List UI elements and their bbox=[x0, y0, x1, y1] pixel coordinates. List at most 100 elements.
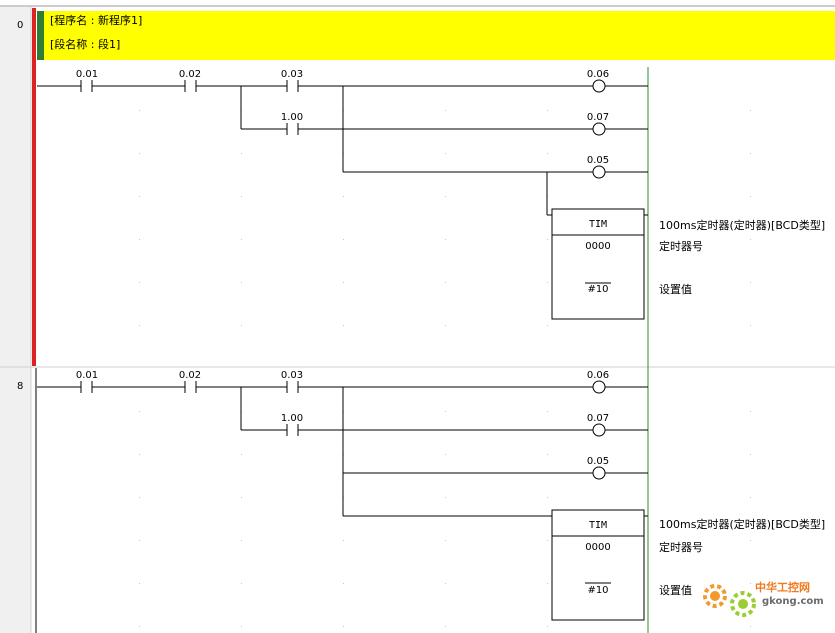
grid-dot bbox=[343, 540, 344, 541]
grid-dot bbox=[547, 153, 548, 154]
grid-dot bbox=[750, 583, 751, 584]
grid-dot bbox=[750, 110, 751, 111]
grid-dot bbox=[139, 110, 140, 111]
grid-dot bbox=[547, 626, 548, 627]
timer-number: 0000 bbox=[585, 542, 610, 553]
grid-dot bbox=[343, 583, 344, 584]
grid-dot bbox=[547, 454, 548, 455]
grid-dots bbox=[139, 110, 751, 627]
grid-dot bbox=[445, 282, 446, 283]
watermark-logo: 中华工控网 gkong.com bbox=[703, 580, 824, 617]
grid-dot bbox=[750, 497, 751, 498]
grid-dot bbox=[750, 196, 751, 197]
grid-dot bbox=[445, 497, 446, 498]
grid-dot bbox=[139, 540, 140, 541]
timer-setpoint-label: 设置值 bbox=[659, 283, 692, 296]
left-gutter bbox=[0, 7, 31, 633]
contact-label: 0.03 bbox=[281, 370, 303, 381]
grid-dot bbox=[139, 153, 140, 154]
grid-dot bbox=[139, 626, 140, 627]
grid-dot bbox=[750, 282, 751, 283]
gear-icon bbox=[703, 584, 756, 617]
grid-dot bbox=[445, 626, 446, 627]
timer-setpoint: #10 bbox=[587, 585, 608, 596]
timer-description: 100ms定时器(定时器)[BCD类型] bbox=[659, 218, 825, 232]
contact-label: 0.03 bbox=[281, 69, 303, 80]
section-header-bg bbox=[37, 11, 835, 60]
grid-dot bbox=[750, 411, 751, 412]
grid-dot bbox=[547, 110, 548, 111]
grid-dot bbox=[139, 325, 140, 326]
grid-dot bbox=[139, 411, 140, 412]
timer-block[interactable]: TIM 0000 #10 bbox=[585, 520, 610, 596]
watermark-text-cn: 中华工控网 bbox=[755, 580, 810, 594]
coil-label: 0.05 bbox=[587, 155, 609, 166]
grid-dot bbox=[547, 282, 548, 283]
coil-label: 0.06 bbox=[587, 69, 609, 80]
grid-dot bbox=[445, 583, 446, 584]
rung-8[interactable] bbox=[37, 380, 648, 621]
grid-dot bbox=[241, 583, 242, 584]
grid-dot bbox=[139, 497, 140, 498]
grid-dot bbox=[445, 454, 446, 455]
rung-step-number: 8 bbox=[17, 381, 23, 392]
grid-dot bbox=[445, 110, 446, 111]
grid-dot bbox=[750, 626, 751, 627]
grid-dot bbox=[445, 540, 446, 541]
contact-label: 0.02 bbox=[179, 69, 201, 80]
grid-dot bbox=[139, 239, 140, 240]
grid-dot bbox=[241, 153, 242, 154]
grid-dot bbox=[343, 196, 344, 197]
grid-dot bbox=[241, 196, 242, 197]
grid-dot bbox=[445, 411, 446, 412]
grid-dot bbox=[139, 282, 140, 283]
grid-dot bbox=[343, 325, 344, 326]
grid-dot bbox=[445, 196, 446, 197]
timer-block[interactable]: TIM 0000 #10 bbox=[585, 219, 610, 295]
section-name-comment[interactable]: [段名称 : 段1] bbox=[50, 37, 120, 51]
timer-instruction: TIM bbox=[589, 520, 607, 531]
grid-dot bbox=[139, 583, 140, 584]
grid-dot bbox=[445, 153, 446, 154]
rung-0[interactable] bbox=[37, 79, 648, 320]
program-name-comment[interactable]: [程序名 : 新程序1] bbox=[50, 13, 142, 27]
section-marker bbox=[37, 11, 44, 60]
grid-dot bbox=[750, 153, 751, 154]
grid-dot bbox=[241, 325, 242, 326]
timer-number: 0000 bbox=[585, 241, 610, 252]
grid-dot bbox=[547, 325, 548, 326]
grid-dot bbox=[445, 325, 446, 326]
timer-number-label: 定时器号 bbox=[659, 540, 703, 554]
timer-setpoint: #10 bbox=[587, 284, 608, 295]
grid-dot bbox=[139, 196, 140, 197]
timer-description: 100ms定时器(定时器)[BCD类型] bbox=[659, 517, 825, 531]
grid-dot bbox=[445, 239, 446, 240]
grid-dot bbox=[241, 239, 242, 240]
grid-dot bbox=[241, 282, 242, 283]
coil-label: 0.05 bbox=[587, 456, 609, 467]
grid-dot bbox=[547, 239, 548, 240]
grid-dot bbox=[547, 411, 548, 412]
grid-dot bbox=[343, 626, 344, 627]
timer-number-label: 定时器号 bbox=[659, 239, 703, 253]
grid-dot bbox=[547, 497, 548, 498]
contact-label: 1.00 bbox=[281, 112, 303, 123]
contact-label: 0.02 bbox=[179, 370, 201, 381]
contact-label: 1.00 bbox=[281, 413, 303, 424]
active-rung-rail bbox=[32, 8, 36, 366]
contact-label: 0.01 bbox=[76, 69, 98, 80]
grid-dot bbox=[547, 540, 548, 541]
grid-dot bbox=[750, 540, 751, 541]
grid-dot bbox=[750, 454, 751, 455]
rung-step-number: 0 bbox=[17, 20, 23, 31]
grid-dot bbox=[343, 282, 344, 283]
grid-dot bbox=[750, 325, 751, 326]
watermark-text-en: gkong.com bbox=[762, 596, 824, 607]
grid-dot bbox=[547, 583, 548, 584]
grid-dot bbox=[241, 497, 242, 498]
contact-label: 0.01 bbox=[76, 370, 98, 381]
grid-dot bbox=[343, 239, 344, 240]
coil-label: 0.06 bbox=[587, 370, 609, 381]
